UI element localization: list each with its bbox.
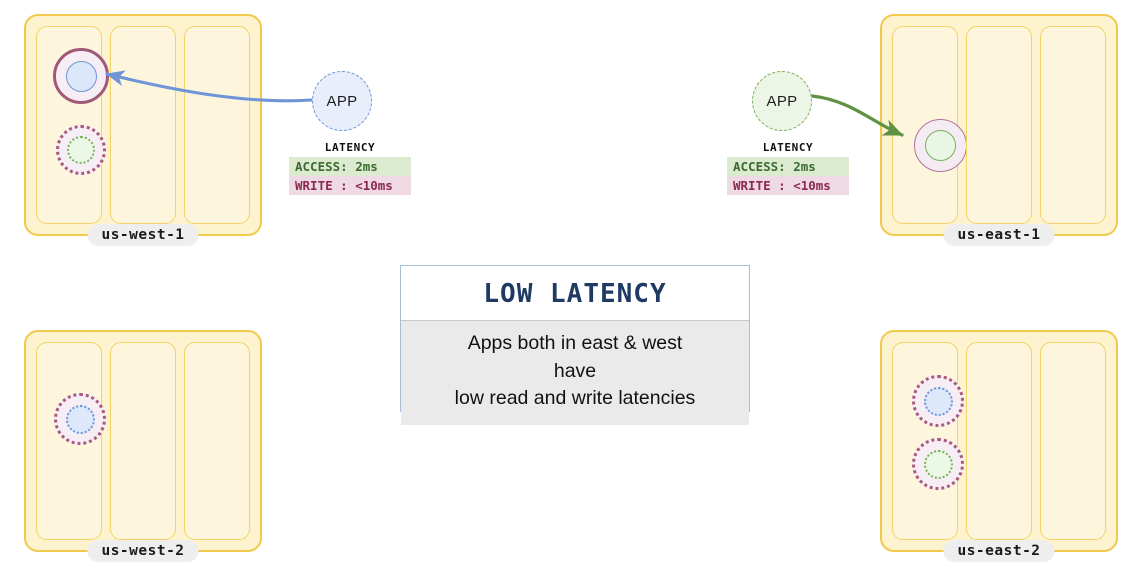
replica-dotted-green[interactable] [56,125,106,175]
region-label-us-east-1: us-east-1 [943,224,1055,246]
availability-zone-1 [892,342,964,540]
region-us-west-1: us-west-1 [24,14,262,246]
app-node-west[interactable]: APP [312,71,372,131]
az-container [36,342,250,540]
availability-zone-2 [110,26,176,224]
region-us-east-2: us-east-2 [880,330,1118,562]
card-body: Apps both in east & west have low read a… [401,320,749,426]
latency-caption: LATENCY [762,141,814,154]
replica-inner-green [923,449,953,479]
low-latency-card: LOW LATENCY Apps both in east & west hav… [400,265,750,426]
latency-write-row: WRITE : <10ms [727,176,849,195]
region-label-us-west-2: us-west-2 [87,540,199,562]
replica-inner-blue [923,386,953,416]
replica-inner-blue [65,60,97,92]
availability-zone-3 [1040,26,1106,224]
replica-inner-green [925,130,956,161]
availability-zone-3 [184,342,250,540]
latency-access-row: ACCESS: 2ms [289,157,411,176]
card-body-line-1: Apps both in east & west [467,332,683,354]
replica-dotted-blue[interactable] [54,393,106,445]
app-node-east[interactable]: APP [752,71,812,131]
replica-inner-blue [65,404,95,434]
region-us-west-2: us-west-2 [24,330,262,562]
availability-zone-1 [36,342,106,540]
availability-zone-1 [36,26,109,224]
replica-inner-green [67,136,95,164]
latency-write-row: WRITE : <10ms [289,176,411,195]
replica-primary-green[interactable] [914,119,967,172]
card-title: LOW LATENCY [483,279,667,309]
latency-panel-east: LATENCY ACCESS: 2ms WRITE : <10ms [727,141,849,195]
latency-access-row: ACCESS: 2ms [727,157,849,176]
latency-panel-west: LATENCY ACCESS: 2ms WRITE : <10ms [289,141,411,195]
availability-zone-1 [892,26,967,224]
availability-zone-3 [184,26,250,224]
availability-zone-2 [966,342,1032,540]
app-label-west: APP [326,92,358,110]
card-body-line-3: low read and write latencies [454,387,696,410]
replica-dotted-blue[interactable] [912,375,964,427]
az-container [36,26,250,224]
latency-caption: LATENCY [324,141,376,154]
card-body-line-2: have [553,359,597,382]
availability-zone-3 [1040,342,1106,540]
replica-dotted-green[interactable] [912,438,964,490]
availability-zone-2 [110,342,176,540]
az-container [892,342,1106,540]
region-label-us-east-2: us-east-2 [943,540,1055,562]
replica-primary-blue[interactable] [53,48,109,104]
region-label-us-west-1: us-west-1 [87,224,199,246]
availability-zone-2 [966,26,1032,224]
app-label-east: APP [766,92,798,110]
region-us-east-1: us-east-1 [880,14,1118,246]
az-container [892,26,1106,224]
